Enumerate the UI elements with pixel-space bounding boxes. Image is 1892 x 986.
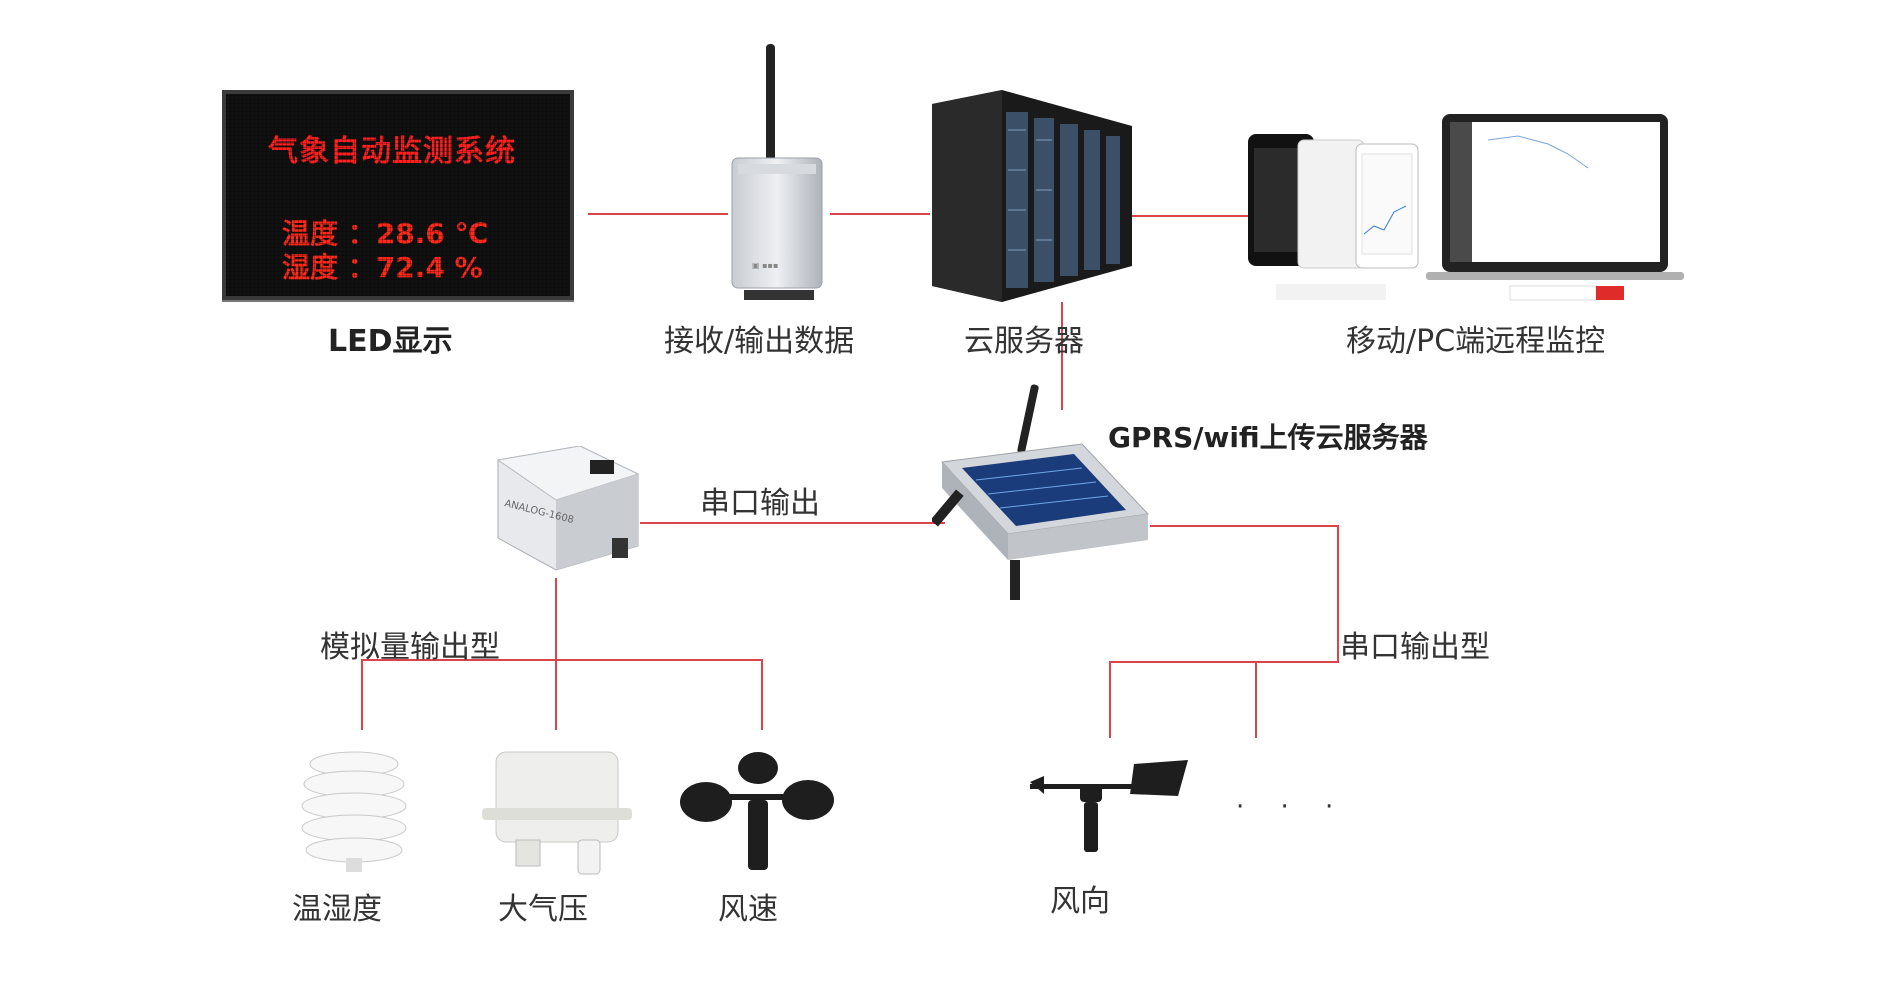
label-led: LED显示 <box>328 324 453 359</box>
cloud-server-icon <box>932 90 1132 302</box>
label-analog-type: 模拟量输出型 <box>320 630 500 665</box>
analog-module-icon: ANALOG-1608 <box>496 446 640 571</box>
label-cloud-server: 云服务器 <box>964 324 1084 359</box>
label-uplink: GPRS/wifi上传云服务器 <box>1108 421 1428 454</box>
led-humidity: 湿度 ：72.4 % <box>282 251 483 284</box>
line-gateway-serial <box>1109 525 1339 738</box>
label-temp-humidity: 温湿度 <box>292 892 382 927</box>
led-display-board: 气象自动监测系统 温度 ：28.6 ℃ 湿度 ：72.4 % <box>222 90 574 300</box>
label-wind-direction: 风向 <box>1050 884 1110 919</box>
temp-humidity-sensor-icon <box>301 751 407 872</box>
label-pressure: 大气压 <box>498 892 588 927</box>
remote-monitor-devices-icon <box>1248 114 1684 301</box>
label-receiver: 接收/输出数据 <box>664 324 855 359</box>
more-sensors-ellipsis: · · · <box>1236 792 1348 822</box>
led-title: 气象自动监测系统 <box>268 134 516 169</box>
pressure-sensor-icon <box>482 751 632 875</box>
label-wind-speed: 风速 <box>718 892 778 927</box>
wind-direction-sensor-icon <box>1030 760 1188 852</box>
line-analog-branches <box>361 659 763 730</box>
wind-speed-sensor-icon <box>680 752 834 870</box>
label-remote-monitor: 移动/PC端远程监控 <box>1346 324 1606 359</box>
svg-text:▣ ▪▪▪: ▣ ▪▪▪ <box>752 261 778 270</box>
led-temperature: 温度 ：28.6 ℃ <box>282 217 489 250</box>
label-serial-type: 串口输出型 <box>1340 630 1490 665</box>
label-serial-output: 串口输出 <box>700 486 820 521</box>
gateway-terminal-icon <box>932 384 1150 600</box>
receiver-device-icon: ▣ ▪▪▪ <box>731 44 823 300</box>
